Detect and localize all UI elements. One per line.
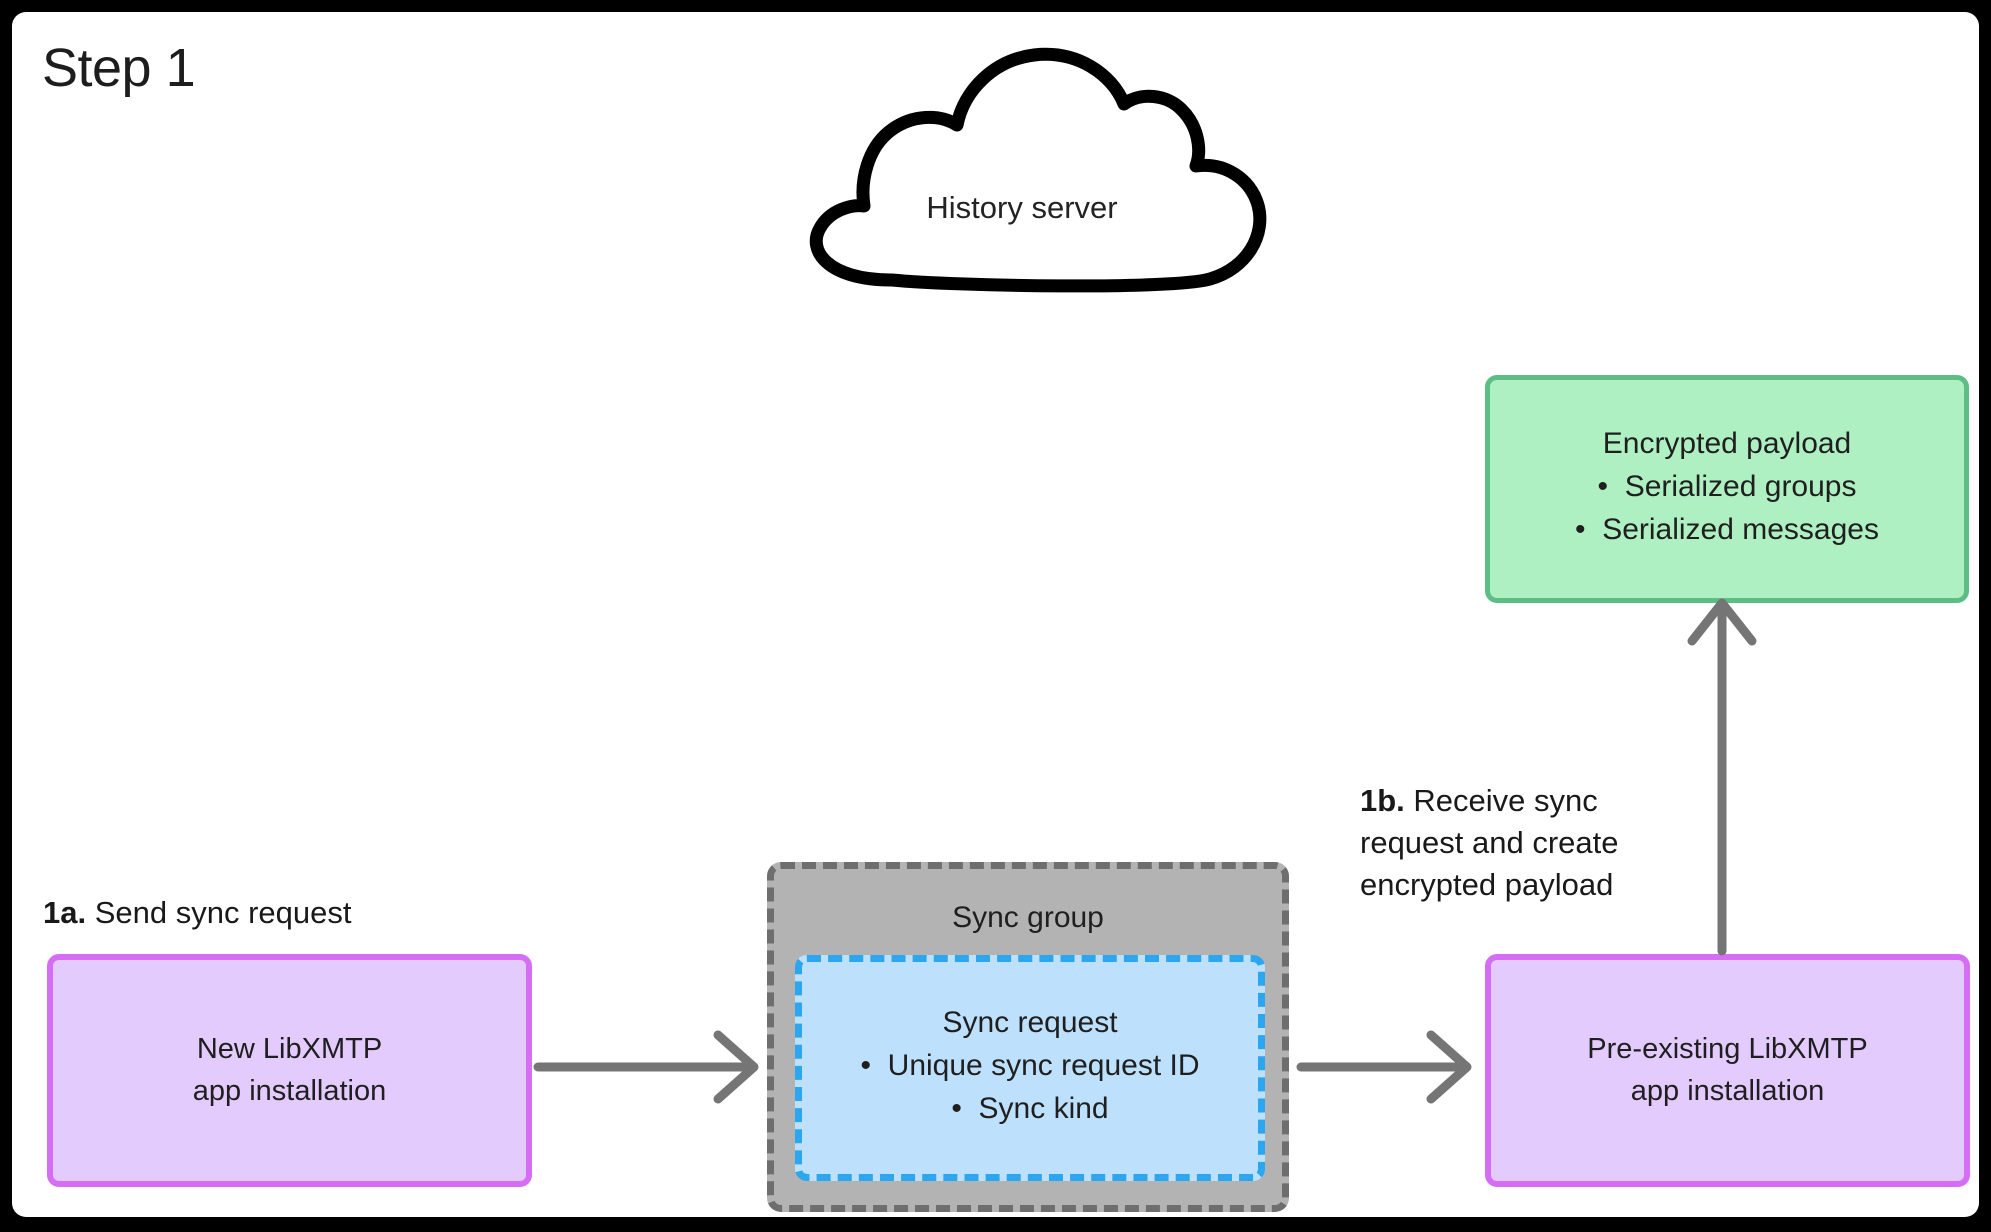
- new-libxmtp-install-line-2: app installation: [192, 1074, 387, 1107]
- new-libxmtp-install-line-1: New LibXMTP: [196, 1033, 383, 1066]
- page-title: Step 1: [42, 38, 196, 98]
- caption-step-1a-text: Send sync request: [86, 895, 352, 930]
- arrow-sync-group-to-pre-existing-install: [1296, 1030, 1472, 1104]
- caption-step-1a-number: 1a.: [43, 895, 87, 930]
- encrypted-payload-box: Encrypted payload • Serialized groups • …: [1485, 375, 1969, 603]
- sync-group-label: Sync group: [952, 901, 1104, 934]
- new-libxmtp-install-box: New LibXMTP app installation: [47, 954, 532, 1187]
- cloud-icon: [809, 47, 1267, 293]
- encrypted-payload-heading: Encrypted payload: [1602, 426, 1852, 460]
- encrypted-payload-bullet-2: • Serialized messages: [1575, 513, 1879, 546]
- caption-step-1b: 1b. Receive sync request and create encr…: [1360, 780, 1690, 906]
- cloud-label: History server: [926, 190, 1118, 225]
- pre-existing-install-line-2: app installation: [1630, 1074, 1825, 1107]
- history-server-cloud: History server: [772, 30, 1272, 300]
- caption-step-1b-number: 1b.: [1360, 783, 1405, 818]
- caption-step-1b-text: Receive sync request and create encrypte…: [1360, 783, 1619, 902]
- sync-request-box: Sync request • Unique sync request ID • …: [795, 955, 1265, 1181]
- sync-request-heading: Sync request: [942, 1005, 1118, 1039]
- diagram-page: Step 1 History server Encrypted payload …: [12, 12, 1979, 1217]
- sync-request-bullet-2: • Sync kind: [951, 1092, 1109, 1125]
- caption-step-1a: 1a. Send sync request: [43, 892, 352, 934]
- arrow-new-install-to-sync-group: [533, 1030, 759, 1104]
- sync-request-bullet-1: • Unique sync request ID: [860, 1048, 1200, 1082]
- arrow-pre-existing-install-to-payload: [1687, 598, 1757, 956]
- encrypted-payload-bullet-1: • Serialized groups: [1597, 469, 1857, 503]
- pre-existing-libxmtp-install-box: Pre-existing LibXMTP app installation: [1485, 954, 1970, 1187]
- pre-existing-install-line-1: Pre-existing LibXMTP: [1587, 1033, 1868, 1066]
